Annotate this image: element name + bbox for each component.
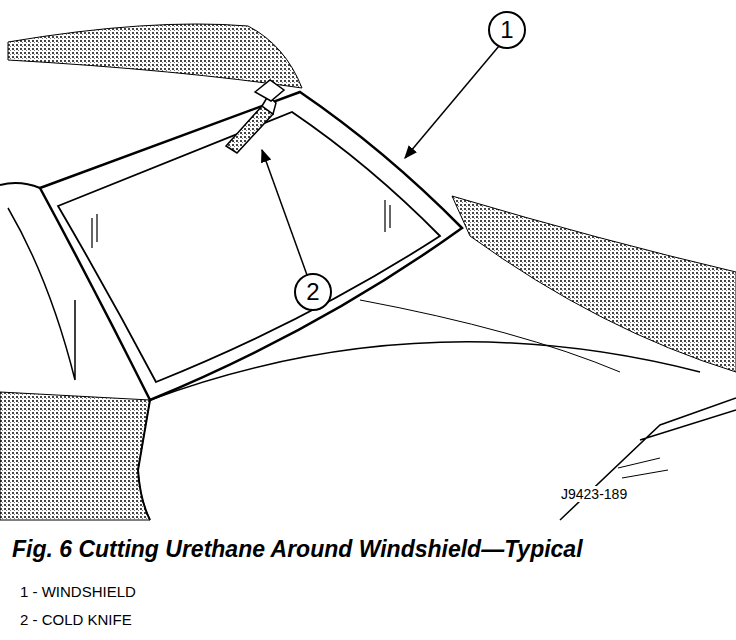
- callout-number: 2: [306, 280, 319, 304]
- knife-handle: [255, 80, 284, 101]
- leader-line: [405, 46, 499, 158]
- figure-caption: Fig. 6 Cutting Urethane Around Windshiel…: [12, 536, 583, 563]
- fender-edge: [560, 398, 736, 520]
- hood-line: [618, 458, 668, 478]
- body-line: [0, 183, 40, 188]
- legend-line: 1 - WINDSHIELD: [20, 583, 136, 600]
- body-edge: [138, 400, 150, 520]
- callout-circle: 2: [294, 273, 332, 311]
- leader-line: [262, 150, 307, 275]
- knife-blade: [226, 106, 273, 153]
- figure-code: J9423-189: [560, 486, 628, 502]
- fender: [452, 196, 736, 372]
- body-side: [0, 392, 150, 520]
- windshield-glass: [58, 112, 440, 382]
- glass-reflection: [92, 200, 390, 248]
- hood-crease: [360, 300, 620, 372]
- windshield-frame: [40, 92, 462, 400]
- legend-line: 2 - COLD KNIFE: [20, 611, 132, 628]
- callout-number: 1: [500, 18, 513, 42]
- callout-circle: 1: [488, 11, 526, 49]
- roof: [8, 24, 302, 88]
